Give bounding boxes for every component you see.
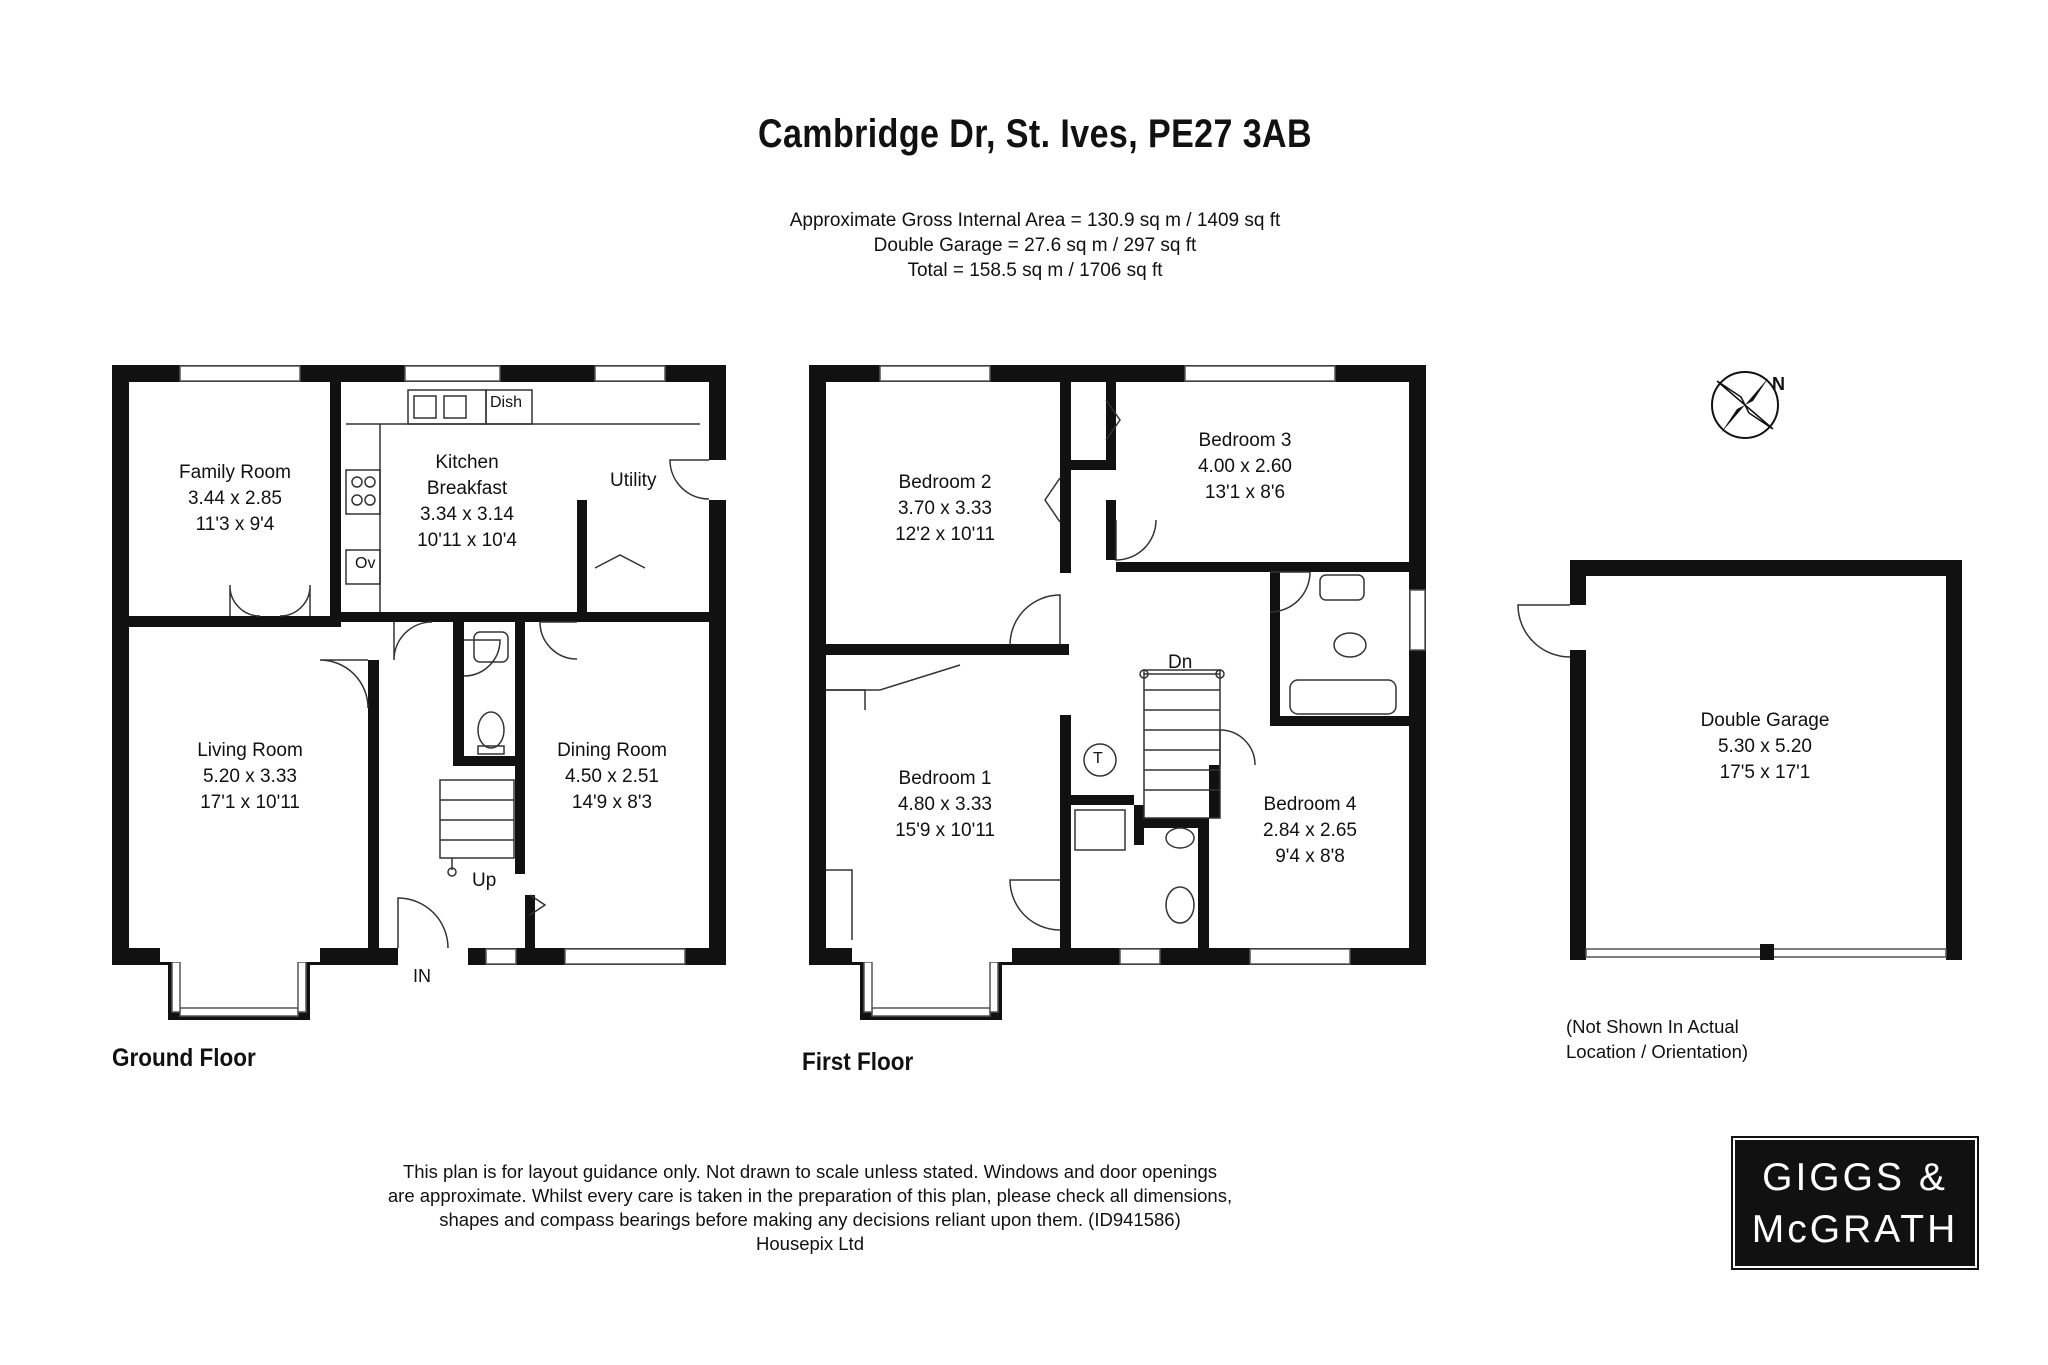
living-room-metric: 5.20 x 3.33 <box>202 766 298 787</box>
entrance-label: IN <box>413 966 431 986</box>
living-room-imperial: 17'1 x 10'11 <box>200 792 300 813</box>
garage-name: Double Garage <box>1700 710 1830 731</box>
bedroom-3-label: Bedroom 3 4.00 x 2.60 13'1 x 8'6 <box>1170 428 1320 506</box>
bedroom-2-label: Bedroom 2 3.70 x 3.33 12'2 x 10'11 <box>870 470 1020 548</box>
family-room-name: Family Room <box>179 462 291 483</box>
living-room-label: Living Room 5.20 x 3.33 17'1 x 10'11 <box>165 738 335 816</box>
utility-door-opening <box>709 460 726 500</box>
gross-area-text: Approximate Gross Internal Area = 130.9 … <box>789 210 1281 231</box>
ground-floor-label: Ground Floor <box>112 1044 256 1072</box>
logo-line-1: GIGGS & <box>1762 1156 1948 1199</box>
kitchen-fittings <box>345 389 700 612</box>
bathroom-fittings <box>1074 574 1397 924</box>
first-floor-doors <box>826 399 1311 940</box>
garage-location-note: (Not Shown In Actual Location / Orientat… <box>1566 1014 1748 1064</box>
living-bay-window <box>160 942 320 1020</box>
tank-label: T <box>1093 750 1103 767</box>
bedroom-1-metric: 4.80 x 3.33 <box>897 794 993 815</box>
garage-note-line-2: Location / Orientation) <box>1566 1041 1749 1062</box>
family-room-imperial: 11'3 x 9'4 <box>195 514 275 535</box>
living-room-name: Living Room <box>197 740 303 761</box>
bedroom-3-imperial: 13'1 x 8'6 <box>1204 482 1286 503</box>
bed1-bay-window <box>852 942 1012 1020</box>
ground-stairs <box>439 779 515 877</box>
bedroom-4-label: Bedroom 4 2.84 x 2.65 9'4 x 8'8 <box>1240 792 1380 870</box>
first-floor-label: First Floor <box>802 1048 914 1076</box>
compass-north-label: N <box>1772 374 1785 394</box>
disclaimer-line-1: This plan is for layout guidance only. N… <box>402 1161 1218 1182</box>
garage-imperial: 17'5 x 17'1 <box>1719 762 1811 783</box>
dining-room-imperial: 14'9 x 8'3 <box>571 792 653 813</box>
garage-label: Double Garage 5.30 x 5.20 17'5 x 17'1 <box>1680 708 1850 786</box>
disclaimer-line-2: are approximate. Whilst every care is ta… <box>387 1185 1233 1206</box>
bedroom-1-label: Bedroom 1 4.80 x 3.33 15'9 x 10'11 <box>870 766 1020 844</box>
kitchen-name-2: Breakfast <box>426 478 508 499</box>
logo-line-2: McGRATH <box>1751 1208 1959 1251</box>
kitchen-name: Kitchen <box>435 452 499 473</box>
bedroom-4-imperial: 9'4 x 8'8 <box>1275 846 1345 867</box>
garage-plan <box>1517 560 1962 960</box>
first-floor-windows <box>879 365 1426 965</box>
bedroom-1-imperial: 15'9 x 10'11 <box>895 820 995 841</box>
front-door-swing <box>397 897 449 949</box>
front-door-opening <box>398 948 468 965</box>
dishwasher-label: Dish <box>490 394 523 411</box>
giggs-mcgrath-logo: GIGGS & McGRATH <box>1731 1136 1979 1270</box>
property-title: Cambridge Dr, St. Ives, PE27 3AB <box>757 112 1313 156</box>
dining-room-metric: 4.50 x 2.51 <box>564 766 660 787</box>
family-room-metric: 3.44 x 2.85 <box>187 488 283 509</box>
first-floor-plan <box>809 365 1426 965</box>
bedroom-2-imperial: 12'2 x 10'11 <box>895 524 995 545</box>
family-room-label: Family Room 3.44 x 2.85 11'3 x 9'4 <box>150 460 320 538</box>
oven-label: Ov <box>355 555 376 572</box>
disclaimer-line-4: Housepix Ltd <box>756 1233 864 1254</box>
stairs-down-label: Dn <box>1168 652 1193 673</box>
garage-metric: 5.30 x 5.20 <box>1717 736 1813 757</box>
bedroom-2-name: Bedroom 2 <box>898 472 992 493</box>
kitchen-label: Kitchen Breakfast 3.34 x 3.14 10'11 x 10… <box>392 450 542 554</box>
ground-floor-windows <box>179 365 686 965</box>
ground-wc-fittings <box>473 631 509 755</box>
bedroom-4-name: Bedroom 4 <box>1263 794 1357 815</box>
total-area-text: Total = 158.5 sq m / 1706 sq ft <box>907 260 1163 281</box>
kitchen-imperial: 10'11 x 10'4 <box>417 530 517 551</box>
ground-floor-doors <box>229 459 710 916</box>
garage-note-line-1: (Not Shown In Actual <box>1566 1016 1739 1037</box>
disclaimer-line-3: shapes and compass bearings before makin… <box>439 1209 1181 1230</box>
bedroom-3-metric: 4.00 x 2.60 <box>1197 456 1293 477</box>
disclaimer: This plan is for layout guidance only. N… <box>300 1160 1320 1256</box>
stairs-up-label: Up <box>472 870 497 891</box>
kitchen-metric: 3.34 x 3.14 <box>419 504 515 525</box>
bedroom-4-metric: 2.84 x 2.65 <box>1262 820 1358 841</box>
garage-area-text: Double Garage = 27.6 sq m / 297 sq ft <box>873 235 1197 256</box>
compass-rose <box>1711 371 1779 439</box>
bedroom-2-metric: 3.70 x 3.33 <box>897 498 993 519</box>
dining-room-label: Dining Room 4.50 x 2.51 14'9 x 8'3 <box>532 738 692 816</box>
bedroom-3-name: Bedroom 3 <box>1198 430 1292 451</box>
utility-name: Utility <box>610 470 657 491</box>
bedroom-1-name: Bedroom 1 <box>898 768 992 789</box>
dining-room-name: Dining Room <box>557 740 667 761</box>
first-floor-stairs <box>1083 669 1225 819</box>
